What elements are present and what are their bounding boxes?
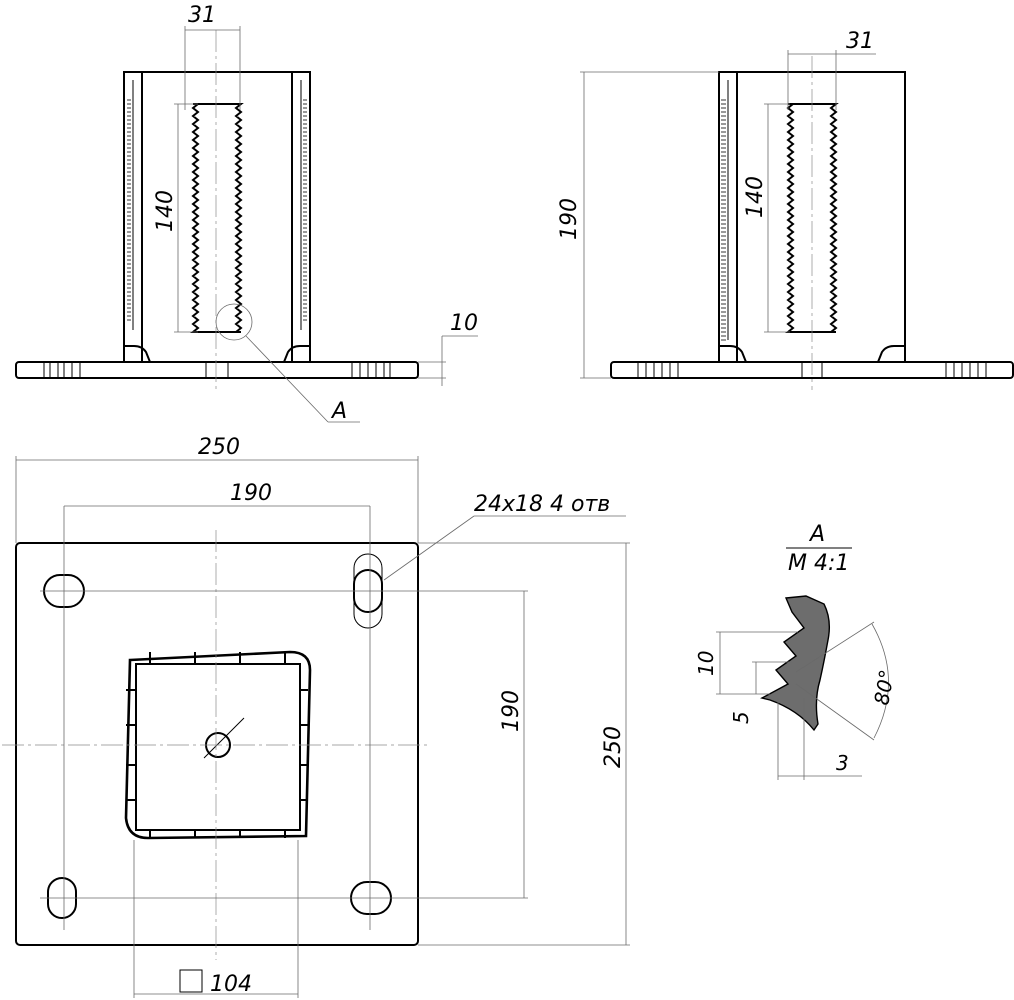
front-view: 31 140 10 A [15, 3, 478, 424]
detail-angle-ext-lower [795, 683, 875, 741]
detail-dim-angle: 80° [869, 668, 899, 707]
front-tube-outline [123, 71, 311, 363]
square-icon [179, 969, 203, 993]
detail-angle-ext-upper [795, 621, 875, 673]
plan-holes-note-leader [383, 515, 475, 581]
detail-dim-depth: 3 [836, 751, 849, 775]
front-dim-plate-thickness: 10 [450, 311, 478, 336]
side-dim-slot-length: 140 [743, 176, 768, 218]
side-plate-hole-lines [637, 362, 987, 378]
side-dim-slot-width: 31 [846, 29, 874, 54]
front-plate-hole-lines [43, 362, 391, 378]
plan-tube-outer [124, 650, 312, 840]
plan-dim-plate-height: 250 [601, 726, 626, 768]
side-fillet-right [877, 345, 906, 363]
plan-dim-hole-spacing-x: 190 [230, 481, 272, 506]
plan-dim-hole-spacing-y: 190 [499, 690, 524, 732]
detail-a-view: A M 4:1 10 5 3 80° [694, 522, 899, 780]
plan-tube-square-dim: 104 [210, 972, 252, 997]
side-dim-height: 190 [557, 198, 582, 240]
side-serrated-slot [785, 103, 839, 333]
detail-label: A [808, 522, 825, 547]
detail-callout-circle [215, 303, 253, 341]
plan-view: 250 190 24x18 4 отв 190 250 104 [2, 435, 630, 998]
side-wall-ticks [721, 99, 726, 341]
plan-holes-note: 24x18 4 отв [474, 492, 610, 517]
detail-callout-label: A [330, 399, 347, 424]
front-serrated-slot [190, 103, 244, 333]
front-fillet-right [283, 345, 311, 363]
plan-tube-inner [135, 663, 301, 831]
plan-center-hole-leader [203, 717, 245, 759]
side-fillet-left [718, 345, 747, 363]
front-wall-ticks [127, 99, 307, 321]
plan-dim-plate-width: 250 [198, 435, 240, 460]
detail-angle-arc [871, 623, 889, 739]
front-fillet-left [123, 345, 151, 363]
plan-base-plate [15, 542, 419, 946]
plan-tube-weld-ticks [126, 652, 308, 838]
front-base-plate [15, 361, 419, 379]
front-dim-slot-width: 31 [188, 3, 216, 28]
front-dim-slot-length: 140 [153, 190, 178, 232]
detail-scale: M 4:1 [788, 551, 849, 576]
detail-dim-step: 10 [694, 651, 718, 676]
detail-callout-leader [245, 335, 329, 423]
detail-dim-tooth: 5 [729, 711, 753, 724]
side-view: 190 31 140 [557, 29, 1014, 390]
detail-serration-section [760, 595, 831, 732]
